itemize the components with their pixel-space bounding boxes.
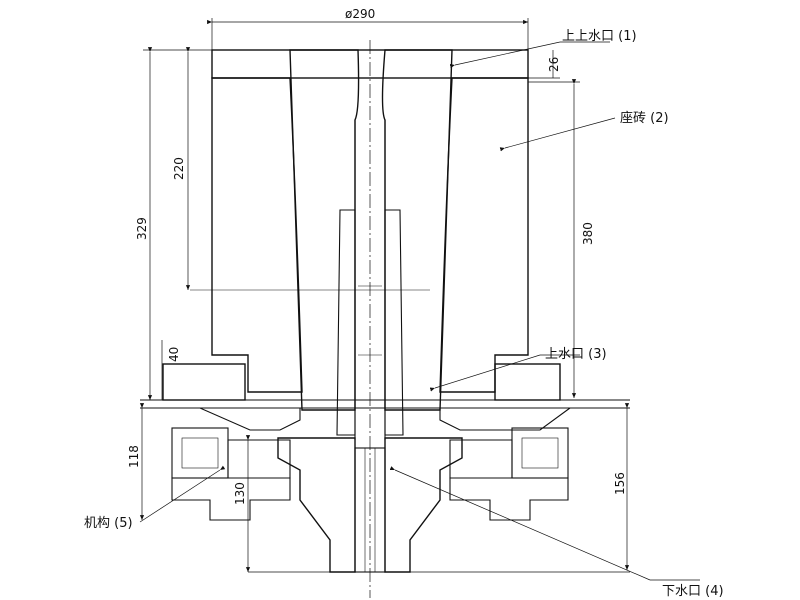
dim-156: 156 [613, 472, 627, 495]
label-upper-nozzle: 上水口 (3) [545, 347, 607, 362]
dimension-lines [139, 18, 630, 573]
dim-40: 40 [167, 347, 181, 362]
label-lower-nozzle: 下水口 (4) [662, 584, 724, 599]
label-upper-upper-nozzle: 上上水口 (1) [562, 29, 637, 44]
support-plates [170, 407, 572, 431]
label-seat-brick: 座砖 (2) [620, 111, 669, 126]
dim-top-diameter: ø290 [345, 7, 375, 21]
dim-380: 380 [581, 222, 595, 245]
mechanism-left [171, 427, 291, 521]
dim-220: 220 [172, 157, 186, 180]
dim-118: 118 [127, 445, 141, 468]
upper-upper-nozzle [289, 49, 453, 411]
dim-329: 329 [135, 217, 149, 240]
leader-lines [139, 41, 700, 581]
label-mechanism: 机构 (5) [84, 516, 133, 531]
mechanism-right [449, 427, 569, 521]
dim-26: 26 [547, 57, 561, 72]
dim-130: 130 [233, 482, 247, 505]
